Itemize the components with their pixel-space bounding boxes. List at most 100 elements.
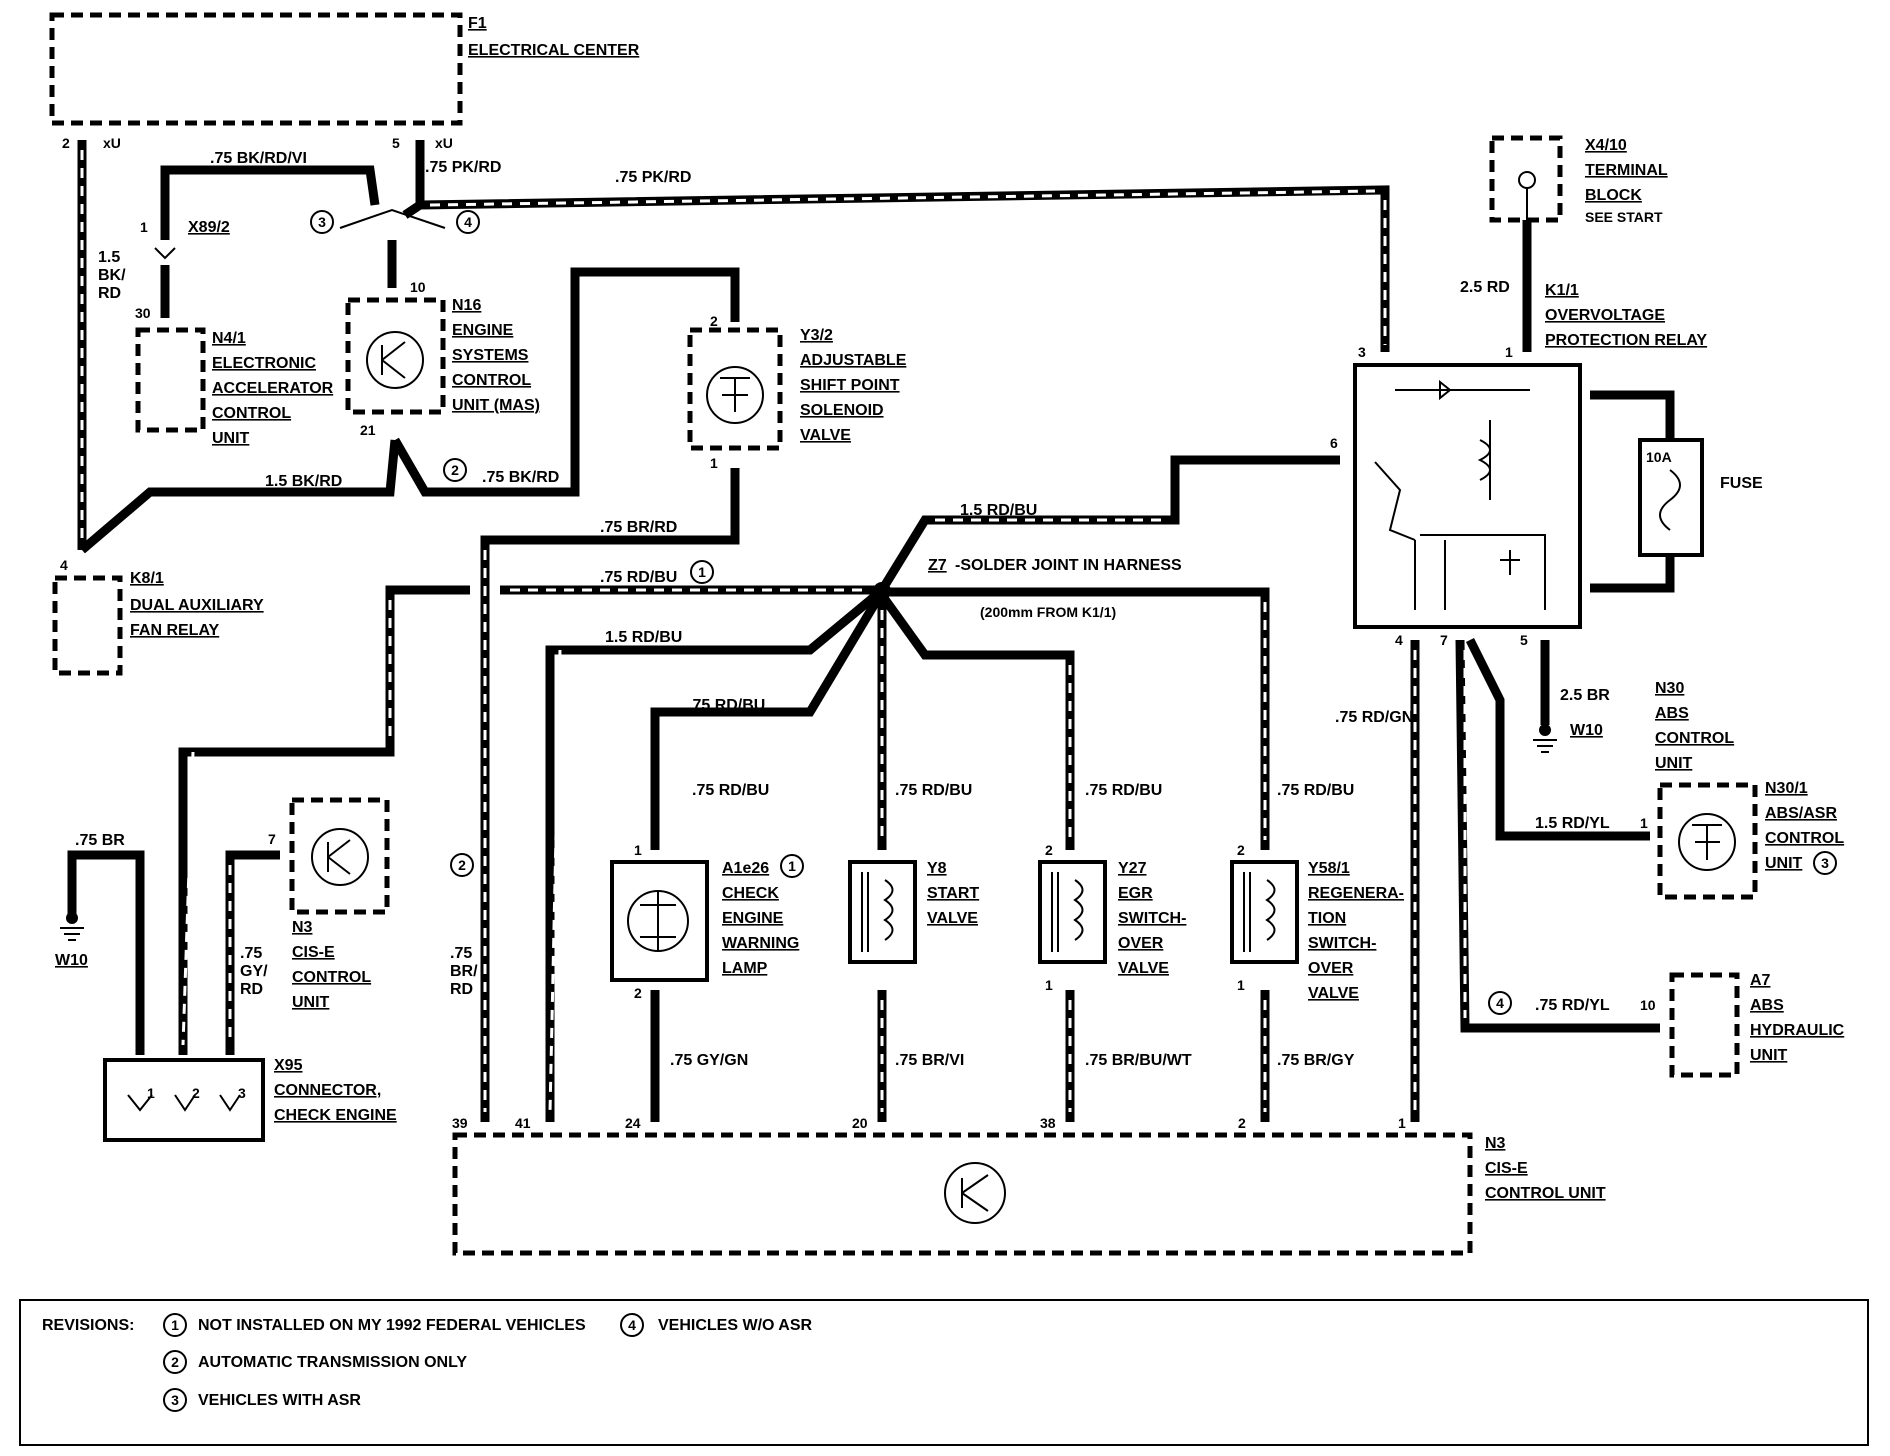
a7-abs-hydraulic-unit: 10 A7 ABS HYDRAULIC UNIT [1640,972,1845,1078]
k1-pin4: 4 [1395,632,1403,648]
n30-line3: UNIT [1655,755,1693,772]
circle-3-switch: 3 [318,214,326,230]
n16-pin21: 21 [360,422,376,438]
f1-xu-right: xU [435,135,453,151]
a7-line1: ABS [1750,997,1784,1014]
a1e26-id: A1e26 [722,860,769,877]
wire-label-bkrd15-c: RD [98,285,121,302]
circle-4-switch: 4 [464,214,472,230]
y8-start-valve: .75 RD/BU Y8 START VALVE [848,782,979,964]
a1e26-line2: ENGINE [722,910,784,927]
y27-pin2: 2 [1045,842,1053,858]
y3-id: Y3/2 [800,327,833,344]
y8-line2: VALVE [927,910,978,927]
n4-line1: ELECTRONIC [212,355,316,372]
f1-id: F1 [468,15,487,32]
k8-1-fan-relay: 4 K8/1 DUAL AUXILIARY FAN RELAY [52,557,264,676]
n30-1-line1: ABS/ASR [1765,805,1837,822]
n30-1-line3: UNIT [1765,855,1803,872]
fuse-rating: 10A [1646,449,1672,465]
k8-id: K8/1 [130,570,164,587]
y58-line3: SWITCH- [1308,935,1376,952]
wire-label-pk-rd-long: .75 PK/RD [615,169,691,186]
y8-id: Y8 [927,860,947,877]
n3-cis-e-main: 39 41 24 20 38 2 1 N3 CIS-E CONTROL UNIT [452,1115,1606,1256]
circle-3-n30-1: 3 [1821,855,1829,871]
a7-id: A7 [1750,972,1771,989]
k1-pin5: 5 [1520,632,1528,648]
a7-line2: HYDRAULIC [1750,1022,1845,1039]
n3-pin38: 38 [1040,1115,1056,1131]
k1-id: K1/1 [1545,282,1579,299]
n3-main-id: N3 [1485,1135,1506,1152]
wire-label-brrd-b: BR/ [450,963,478,980]
n4-line3: CONTROL [212,405,291,422]
y27-pin1: 1 [1045,977,1053,993]
wire-label-brrd-a: .75 [450,945,472,962]
y3-2-shift-solenoid: 2 1 Y3/2 ADJUSTABLE SHIFT POINT SOLENOID… [687,313,907,471]
wire-label-br-bu-wt: .75 BR/BU/WT [1085,1052,1192,1069]
n16-line1: ENGINE [452,322,514,339]
y3-line1: ADJUSTABLE [800,352,907,369]
circle-1-a1e26: 1 [788,858,796,874]
y58-line5: VALVE [1308,985,1359,1002]
n3-pin1: 1 [1398,1115,1406,1131]
y58-line4: OVER [1308,960,1354,977]
wire-label-rdbu-y27: .75 RD/BU [1085,782,1162,799]
wire-label-rdbu-15-left: 1.5 RD/BU [605,629,682,646]
n30-abs-control-unit: N30 ABS CONTROL UNIT [1655,680,1734,772]
y27-line1: EGR [1118,885,1153,902]
n3-pin2: 2 [1238,1115,1246,1131]
wire-label-pk-rd-short: .75 PK/RD [425,159,501,176]
wire-label-br-25: 2.5 BR [1560,687,1610,704]
x95-line1: CONNECTOR, [274,1082,381,1099]
w10-right-id: W10 [1570,722,1603,739]
a1e26-pin1: 1 [634,842,642,858]
y58-line1: REGENERA- [1308,885,1404,902]
revision-circle-4: 4 [628,1317,636,1333]
w10-ground-right: W10 [1533,722,1603,753]
wire-label-bkrd-75: .75 BK/RD [482,469,559,486]
circle-2-brrd: 2 [458,857,466,873]
x95-check-engine-connector: 1 2 3 X95 CONNECTOR, CHECK ENGINE [103,1057,397,1142]
wire-label-gyrd-a: .75 [240,945,262,962]
n16-line2: SYSTEMS [452,347,529,364]
y27-line4: VALVE [1118,960,1169,977]
n3-pin41: 41 [515,1115,531,1131]
n30-line2: CONTROL [1655,730,1734,747]
y3-line3: SOLENOID [800,402,884,419]
y3-pin2: 2 [710,313,718,329]
revision-3-text: VEHICLES WITH ASR [198,1392,361,1409]
wire-label-bkrd15-b: BK/ [98,267,126,284]
n3-small-line3: UNIT [292,994,330,1011]
wires [67,140,1675,1122]
a7-pin10: 10 [1640,997,1656,1013]
z7-id: Z7 [928,557,947,574]
z7-note: (200mm FROM K1/1) [980,604,1116,620]
n3-pin24: 24 [625,1115,641,1131]
x4-10-terminal-block: X4/10 TERMINAL BLOCK SEE START [1489,135,1668,225]
wire-label-rdbu-y8: .75 RD/BU [895,782,972,799]
wire-label-gyrd-c: RD [240,981,263,998]
wire-label-gyrd-b: GY/ [240,963,268,980]
revision-4-text: VEHICLES W/O ASR [658,1317,813,1334]
wire-label-brrd-c: RD [450,981,473,998]
fuse-name: FUSE [1720,475,1763,492]
y3-line2: SHIFT POINT [800,377,900,394]
f1-xu-left: xU [103,135,121,151]
n16-engine-systems-unit: 10 21 N16 ENGINE SYSTEMS CONTROL UNIT (M… [345,279,540,438]
k1-pin6: 6 [1330,435,1338,451]
n16-line3: CONTROL [452,372,531,389]
z7-solder-joint: Z7 -SOLDER JOINT IN HARNESS (200mm FROM … [873,557,1182,620]
revision-circle-3: 3 [171,1392,179,1408]
circle-2-bkrd: 2 [451,462,459,478]
wire-label-rdbu-a1e26: .75 RD/BU [688,697,765,714]
z7-text: -SOLDER JOINT IN HARNESS [955,557,1182,574]
wire-label-bkrd15-a: 1.5 [98,249,120,266]
f1-pin2: 2 [62,135,70,151]
x4-line1: TERMINAL [1585,162,1668,179]
y27-egr-valve: .75 RD/BU 2 1 Y27 EGR SWITCH- OVER VALVE [1038,782,1186,993]
wire-label-bk-rd-vi: .75 BK/RD/VI [210,150,307,167]
n3-small-line2: CONTROL [292,969,371,986]
wire-label-rdyl-75: .75 RD/YL [1535,997,1610,1014]
